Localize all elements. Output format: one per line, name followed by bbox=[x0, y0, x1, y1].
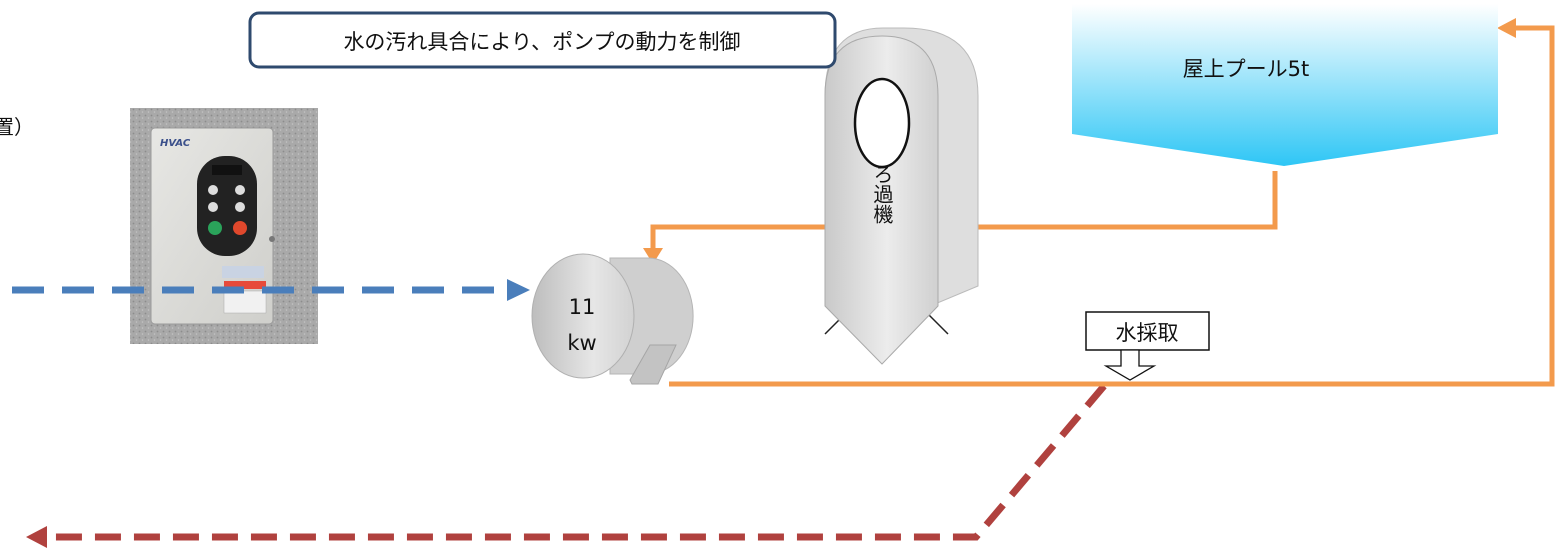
pool-label: 屋上プール5t bbox=[1183, 57, 1310, 81]
pump-power-value: 11 bbox=[569, 295, 596, 319]
water-sampling-point: 水採取 bbox=[1085, 311, 1210, 381]
left-cut-text: 置） bbox=[0, 115, 34, 139]
filter-label: ろ過機 bbox=[870, 164, 894, 224]
pump-unit: 11 kw bbox=[531, 253, 694, 385]
pump-power-unit: kw bbox=[567, 331, 596, 355]
filter-viewport-icon bbox=[853, 77, 911, 169]
drain-arrowhead bbox=[26, 526, 47, 548]
inverter-photo: HVAC bbox=[130, 108, 318, 344]
control-callout: 水の汚れ具合により、ポンプの動力を制御 bbox=[248, 11, 837, 69]
sampling-down-arrow-icon bbox=[1103, 349, 1157, 381]
pipe-network bbox=[650, 25, 1555, 387]
filter-unit: ろ過機 bbox=[824, 27, 979, 365]
sampling-label: 水採取 bbox=[1116, 321, 1179, 345]
pipe-to-pump-arrowhead bbox=[643, 248, 663, 264]
pipe-pump-to-pool bbox=[669, 25, 1555, 387]
control-signal-arrowhead bbox=[507, 279, 530, 301]
callout-text: 水の汚れ具合により、ポンプの動力を制御 bbox=[343, 30, 740, 54]
rooftop-pool: 屋上プール5t bbox=[1072, 4, 1498, 166]
inverter-brand: HVAC bbox=[160, 138, 191, 149]
pipe-pool-to-filter bbox=[975, 171, 1278, 230]
drain-line bbox=[44, 383, 1107, 541]
pipe-filter-to-pump bbox=[650, 224, 835, 248]
pipe-to-pool-arrowhead bbox=[1497, 18, 1516, 38]
